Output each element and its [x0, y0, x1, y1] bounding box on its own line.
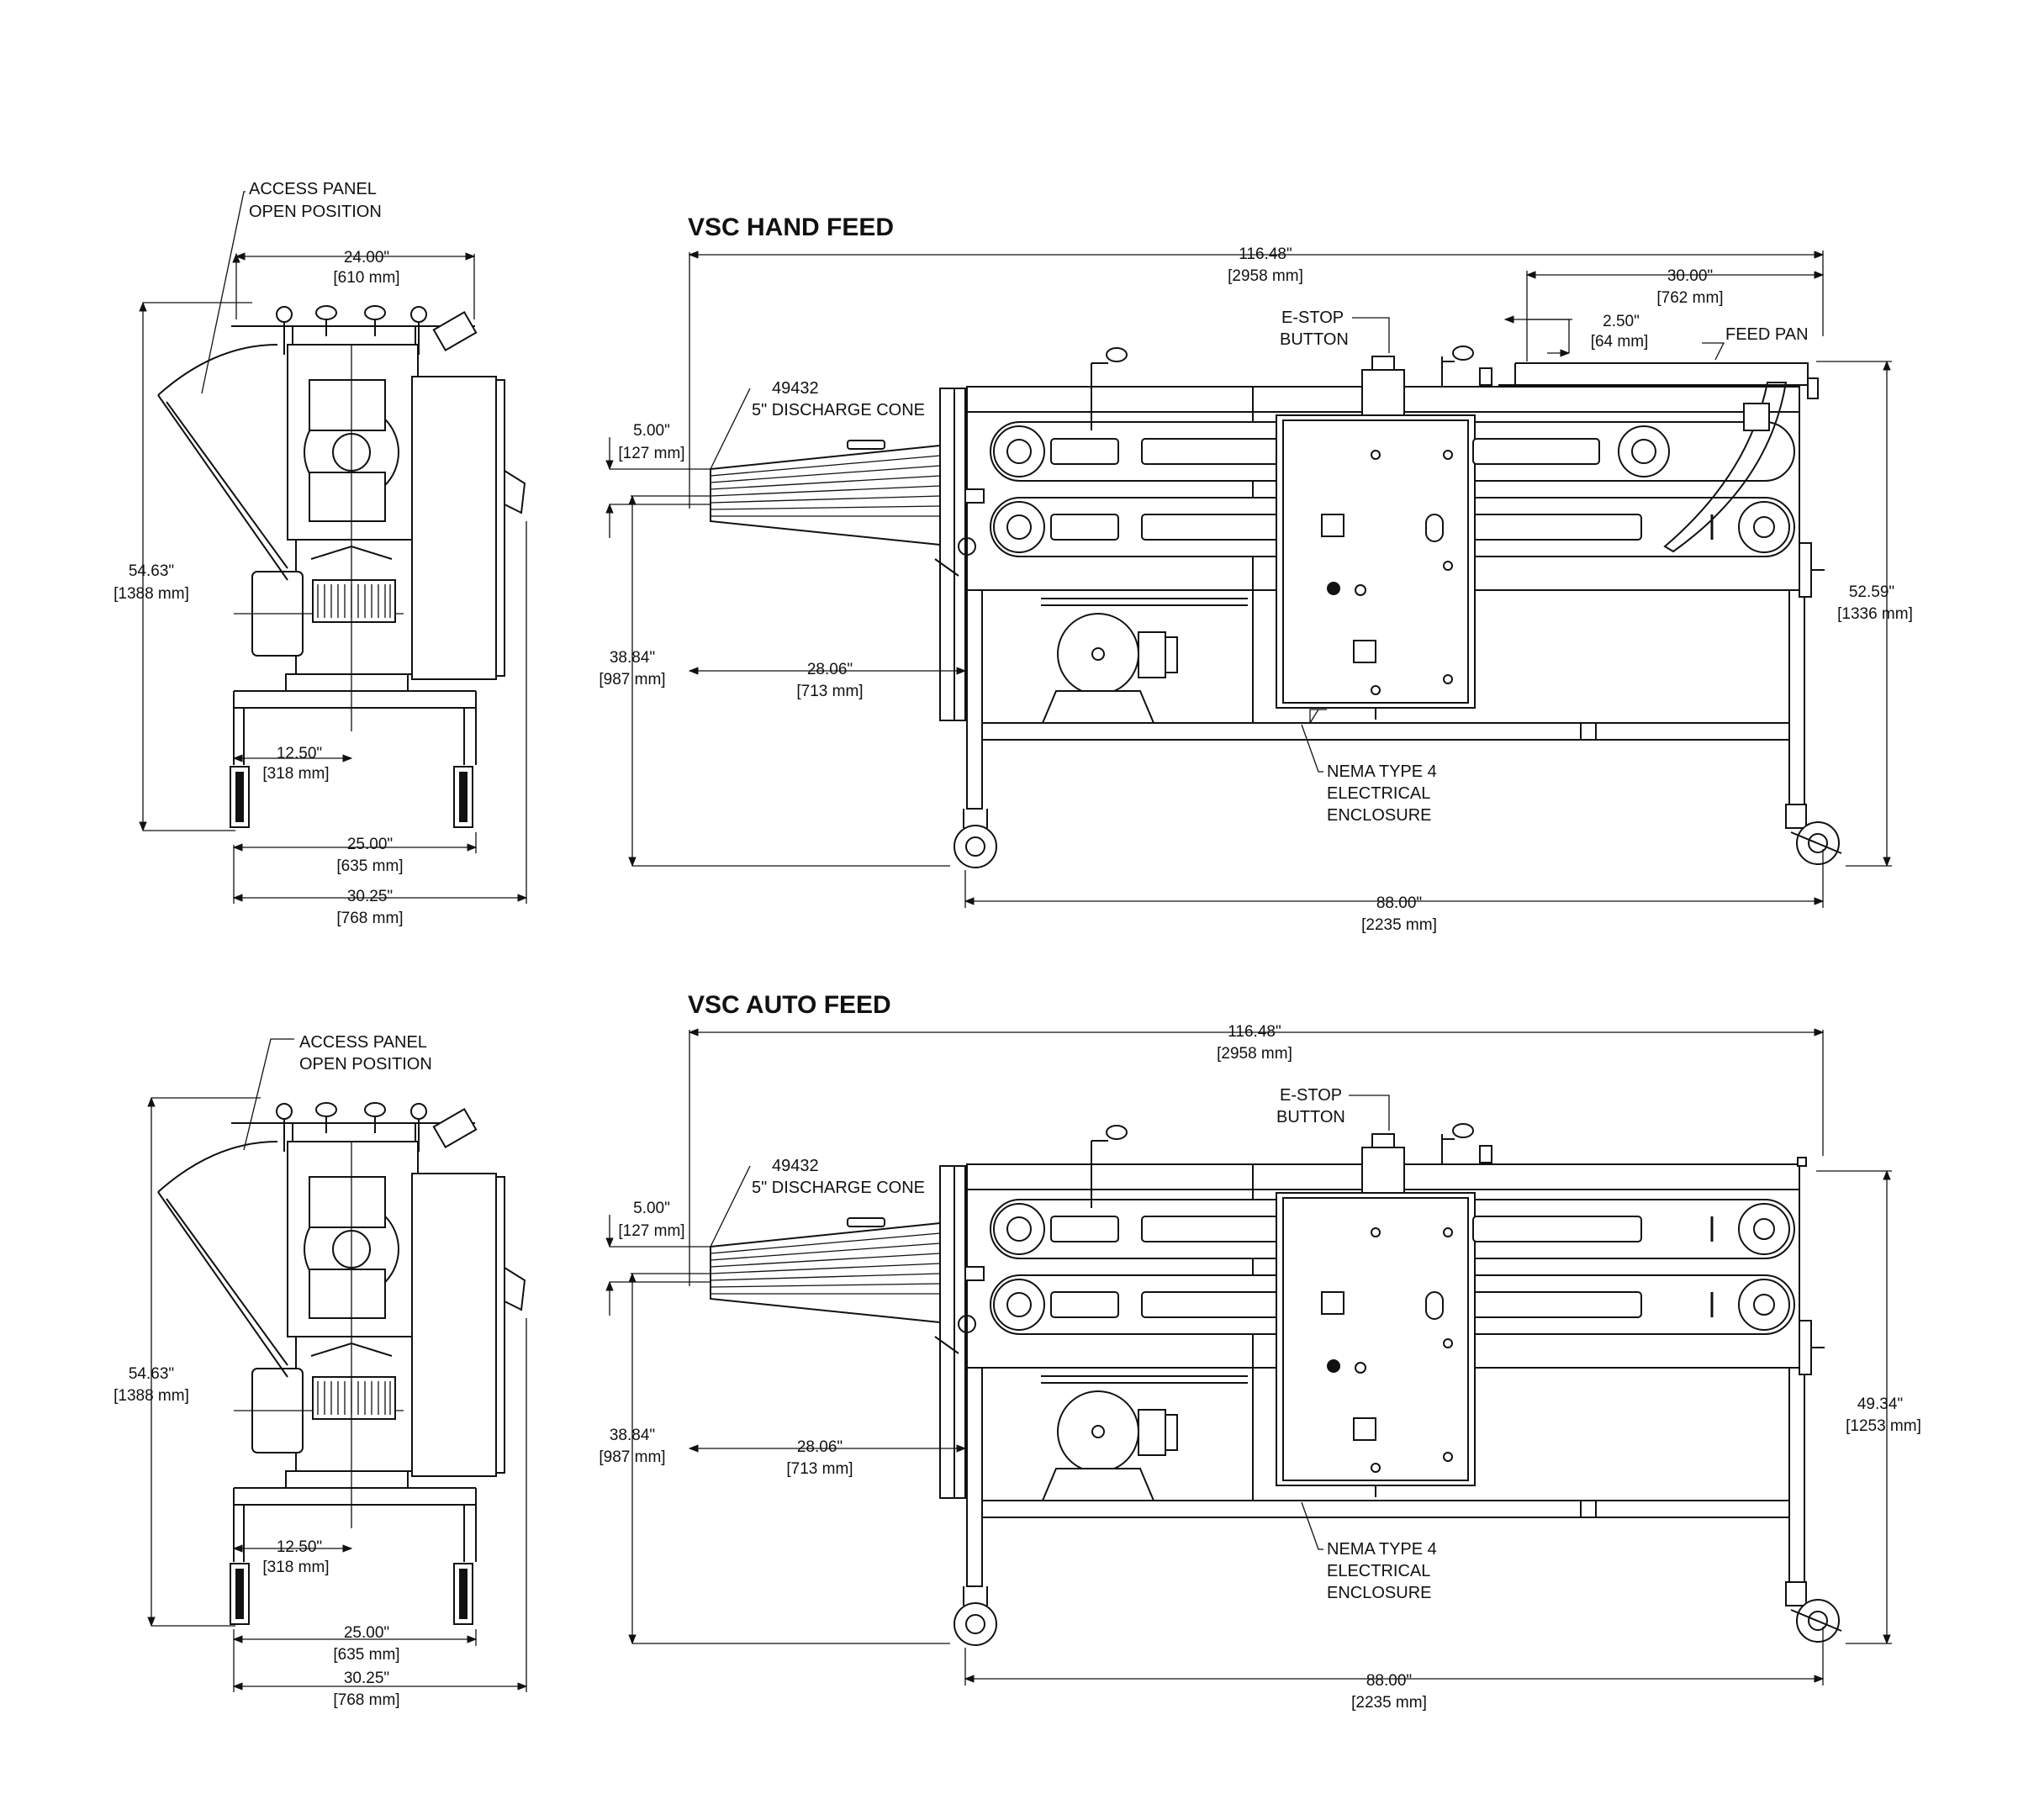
bottom-access-panel-label-1: ACCESS PANEL [299, 1033, 427, 1052]
top-estop-label-1: E-STOP [1281, 309, 1344, 327]
top-feed-pan-label: FEED PAN [1725, 325, 1809, 344]
bottom-overall-length-mm: [2958 mm] [1217, 1045, 1292, 1063]
bottom-discharge-height-mm: [987 mm] [599, 1448, 665, 1466]
bottom-wheel-width-in: 25.00" [344, 1624, 389, 1642]
bottom-half-width-in: 12.50" [277, 1538, 322, 1556]
bottom-estop-label-1: E-STOP [1280, 1086, 1342, 1105]
bottom-cone-dia-in: 5.00" [633, 1200, 670, 1217]
bottom-side-height-in: 54.63" [129, 1365, 174, 1383]
bottom-nema-label-2: ELECTRICAL [1327, 1562, 1430, 1580]
top-cone-part-number: 49432 [772, 379, 819, 398]
bottom-cone-length-in: 28.06" [797, 1438, 843, 1456]
bottom-nema-label-1: NEMA TYPE 4 [1327, 1540, 1437, 1559]
bottom-nema-label-3: ENCLOSURE [1327, 1584, 1431, 1602]
bottom-front-height-mm: [1253 mm] [1846, 1417, 1921, 1435]
top-side-height-in: 54.63" [129, 562, 174, 580]
bottom-side-height-mm: [1388 mm] [114, 1387, 189, 1405]
top-front-view [605, 251, 1892, 908]
bottom-front-view [605, 1028, 1892, 1685]
top-cone-label: 5" DISCHARGE CONE [752, 401, 925, 419]
top-overall-width-mm: [768 mm] [336, 910, 403, 927]
top-side-height-mm: [1388 mm] [114, 585, 189, 603]
bottom-overall-length-in: 116.48" [1228, 1023, 1281, 1041]
top-section-title: VSC HAND FEED [688, 214, 894, 241]
top-cone-length-mm: [713 mm] [796, 683, 863, 700]
top-nema-label-2: ELECTRICAL [1327, 784, 1430, 803]
top-wheel-width-in: 25.00" [347, 836, 393, 853]
top-frame-length-mm: [2235 mm] [1361, 916, 1437, 934]
top-front-height-in: 52.59" [1849, 583, 1894, 601]
bottom-overall-width-in: 30.25" [344, 1670, 389, 1687]
top-width-top-in: 24.00" [344, 249, 389, 266]
top-half-width-mm: [318 mm] [262, 765, 329, 783]
top-front-height-mm: [1336 mm] [1837, 605, 1913, 623]
top-nema-label-1: NEMA TYPE 4 [1327, 762, 1437, 781]
top-side-view [139, 191, 528, 904]
bottom-side-view [147, 1038, 528, 1692]
top-overall-length-in: 116.48" [1239, 245, 1292, 263]
top-access-panel-label-1: ACCESS PANEL [249, 180, 377, 198]
top-overall-width-in: 30.25" [347, 888, 393, 905]
bottom-access-panel-label-2: OPEN POSITION [299, 1055, 432, 1074]
top-cone-dia-in: 5.00" [633, 422, 670, 440]
top-half-width-in: 12.50" [277, 745, 322, 762]
bottom-frame-length-mm: [2235 mm] [1351, 1694, 1427, 1712]
top-feed-length-mm: [762 mm] [1656, 289, 1723, 307]
bottom-cone-label: 5" DISCHARGE CONE [752, 1179, 925, 1197]
top-pan-offset-mm: [64 mm] [1591, 333, 1649, 351]
bottom-discharge-height-in: 38.84" [610, 1427, 655, 1444]
bottom-cone-length-mm: [713 mm] [786, 1460, 853, 1478]
bottom-section-title: VSC AUTO FEED [688, 991, 891, 1019]
top-width-top-mm: [610 mm] [333, 269, 399, 287]
top-nema-label-3: ENCLOSURE [1327, 806, 1431, 825]
top-pan-offset-in: 2.50" [1603, 313, 1640, 330]
top-frame-length-in: 88.00" [1376, 894, 1422, 912]
top-wheel-width-mm: [635 mm] [336, 857, 403, 875]
bottom-wheel-width-mm: [635 mm] [333, 1646, 399, 1664]
bottom-cone-part-number: 49432 [772, 1157, 819, 1175]
bottom-overall-width-mm: [768 mm] [333, 1691, 399, 1709]
top-estop-label-2: BUTTON [1280, 330, 1349, 349]
top-access-panel-label-2: OPEN POSITION [249, 203, 382, 221]
bottom-estop-label-2: BUTTON [1276, 1108, 1345, 1126]
bottom-cone-dia-mm: [127 mm] [618, 1222, 684, 1240]
top-feed-length-in: 30.00" [1667, 267, 1713, 285]
top-cone-dia-mm: [127 mm] [618, 445, 684, 462]
top-overall-length-mm: [2958 mm] [1228, 267, 1303, 285]
top-cone-length-in: 28.06" [807, 661, 853, 678]
bottom-front-height-in: 49.34" [1857, 1395, 1903, 1413]
top-discharge-height-mm: [987 mm] [599, 671, 665, 688]
bottom-half-width-mm: [318 mm] [262, 1559, 329, 1576]
bottom-frame-length-in: 88.00" [1366, 1672, 1412, 1690]
top-discharge-height-in: 38.84" [610, 649, 655, 667]
